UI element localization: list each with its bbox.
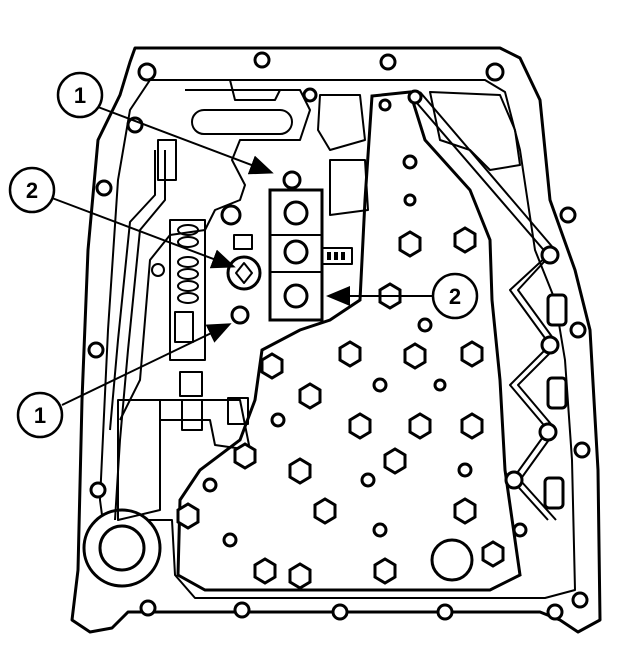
- linkage-node: [540, 335, 560, 355]
- small-connector: [233, 234, 253, 250]
- lower-fitting: [179, 371, 203, 397]
- filter-tube: [157, 139, 177, 181]
- solenoid-port: [283, 283, 309, 309]
- bolt-hole: [573, 441, 591, 459]
- left-channel-2: [109, 150, 156, 431]
- perimeter-bolt-holes: [87, 51, 591, 621]
- callout-2-right: 2: [431, 272, 479, 320]
- bolt-hole: [139, 599, 157, 617]
- valve-body-holes: [202, 87, 528, 548]
- valve-plug: [174, 311, 194, 343]
- upper-slot: [191, 109, 293, 135]
- linkage-node: [538, 422, 558, 442]
- callout-label: 1: [74, 83, 86, 108]
- inner-outline: [99, 79, 576, 599]
- bolt-hole: [379, 53, 397, 71]
- upper-valve-housing: [119, 89, 311, 421]
- small-plug: [151, 263, 165, 277]
- bolt-hole: [89, 481, 107, 499]
- callout-label: 2: [26, 178, 38, 203]
- accumulator: [546, 293, 568, 327]
- bolt-hole: [559, 206, 577, 224]
- callout-1-top: 1: [56, 71, 104, 119]
- bolt-hole: [87, 341, 105, 359]
- callout-label: 1: [34, 403, 46, 428]
- large-plug: [430, 538, 474, 582]
- solenoid-port: [283, 200, 309, 226]
- bolt-hole: [571, 591, 589, 609]
- upper-detail-2: [317, 94, 366, 151]
- connector-pin: [327, 252, 331, 260]
- lower-connector: [227, 397, 249, 425]
- upper-detail-3: [329, 159, 369, 216]
- pressure-sensor-hex: [235, 262, 253, 284]
- spring-housing: [169, 219, 206, 361]
- lower-left-block: [117, 399, 161, 521]
- connector-pin: [334, 252, 338, 260]
- spring-coils: [177, 224, 199, 304]
- valve-body-bolts: [176, 226, 505, 590]
- solenoid-bolt: [220, 204, 242, 226]
- bolt-hole: [569, 321, 587, 339]
- leader-line-1-bottom: [61, 323, 232, 406]
- linkage-node: [504, 470, 524, 490]
- upper-detail: [229, 79, 281, 101]
- bolt-hole: [253, 51, 271, 69]
- bolt-hole: [331, 603, 349, 621]
- solenoid-bolt: [282, 170, 302, 190]
- bolt-hole: [233, 601, 251, 619]
- callout-label: 2: [449, 284, 461, 309]
- bolt-hole: [485, 62, 505, 82]
- accumulator: [543, 476, 565, 510]
- pressure-sensor: [226, 255, 262, 291]
- bolt-hole: [436, 603, 454, 621]
- leader-line-1-top: [97, 106, 274, 175]
- connector-pin: [341, 252, 345, 260]
- leader-line-2-left: [51, 197, 236, 269]
- bolt-hole: [137, 62, 157, 82]
- bolt-hole: [95, 179, 113, 197]
- callout-1-bottom: 1: [16, 391, 64, 439]
- case-outline: [70, 46, 602, 634]
- solenoid-port: [283, 239, 309, 265]
- lower-fitting-2: [181, 399, 203, 431]
- linkage-node: [540, 245, 560, 265]
- solenoid-bolt: [230, 305, 250, 325]
- accumulator: [546, 376, 568, 410]
- output-boss-inner: [98, 524, 146, 572]
- left-channel: [114, 150, 166, 521]
- callout-2-left: 2: [8, 166, 56, 214]
- bolt-hole: [546, 603, 564, 621]
- upper-right-housing: [429, 91, 521, 171]
- connector: [321, 247, 353, 265]
